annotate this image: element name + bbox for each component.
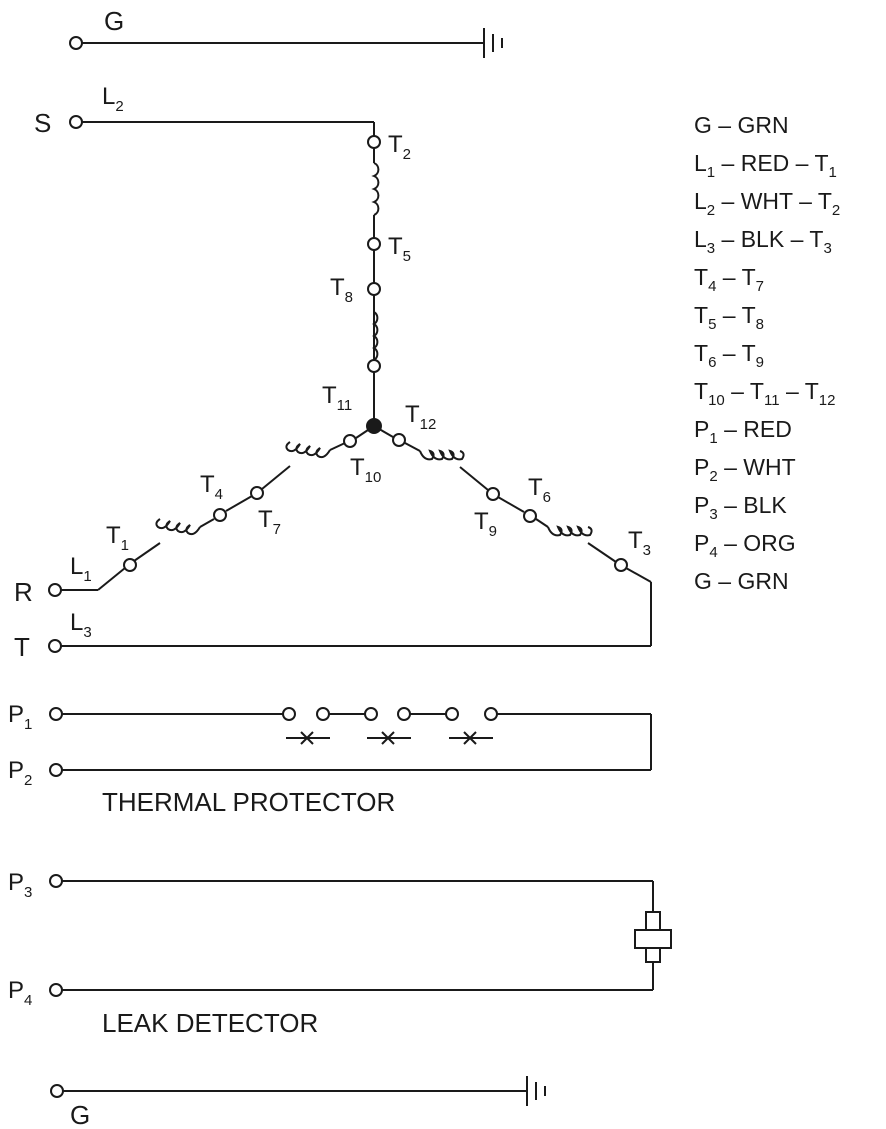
legend-row-l1: L1 – RED – T1 [694,150,837,181]
legend-row-t10-t11-t12: T10 – T11 – T12 [694,378,835,409]
label-T11: T11 [322,382,352,414]
label-P1: P1 [8,701,32,733]
top-ground-label: G [104,6,124,36]
label-P3: P3 [8,869,32,901]
legend-row-g-grn: G – GRN [694,112,789,138]
thermal-switch-icon [286,731,493,745]
bottom-ground-symbol-icon [535,1082,546,1100]
legend-row-p3: P3 – BLK [694,492,787,523]
bottom-ground-label: G [70,1100,90,1129]
color-code-legend: G – GRN L1 – RED – T1 L2 – WHT – T2 L3 –… [694,112,840,594]
label-L1: L1 [70,553,92,585]
label-S: S [34,108,51,138]
leak-detector-sensor-icon [634,911,672,963]
label-T3: T3 [628,527,651,559]
top-ground-line [69,28,503,58]
legend-row-t4-t7: T4 – T7 [694,264,764,295]
legend-row-p2: P2 – WHT [694,454,796,485]
label-P4: P4 [8,977,32,1009]
label-L2: L2 [102,83,124,115]
label-T2: T2 [388,131,411,163]
label-T-line: T [14,632,30,662]
legend-row-l2: L2 – WHT – T2 [694,188,840,219]
label-T10: T10 [350,454,381,486]
caption-thermal-protector: THERMAL PROTECTOR [102,787,395,817]
legend-row-l3: L3 – BLK – T3 [694,226,832,257]
label-R: R [14,577,33,607]
label-T5: T5 [388,233,411,265]
label-T8: T8 [330,274,353,306]
label-T9: T9 [474,508,497,540]
winding-terminals [48,115,628,653]
label-L3: L3 [70,609,92,641]
leak-detector-circuit [49,874,654,997]
legend-row-t6-t9: T6 – T9 [694,340,764,371]
wye-winding-wiring [61,121,652,647]
legend-row-p1: P1 – RED [694,416,792,447]
caption-leak-detector: LEAK DETECTOR [102,1008,318,1038]
label-P2: P2 [8,757,32,789]
label-T4: T4 [200,471,223,503]
label-T12: T12 [405,401,436,433]
label-T7: T7 [258,506,281,538]
legend-row-t5-t8: T5 – T8 [694,302,764,333]
thermal-protector-circuit [49,707,652,777]
label-T6: T6 [528,474,551,506]
legend-row-g-grn-2: G – GRN [694,568,789,594]
legend-row-p4: P4 – ORG [694,530,796,561]
label-T1: T1 [106,522,129,554]
bottom-ground-line [50,1076,528,1106]
